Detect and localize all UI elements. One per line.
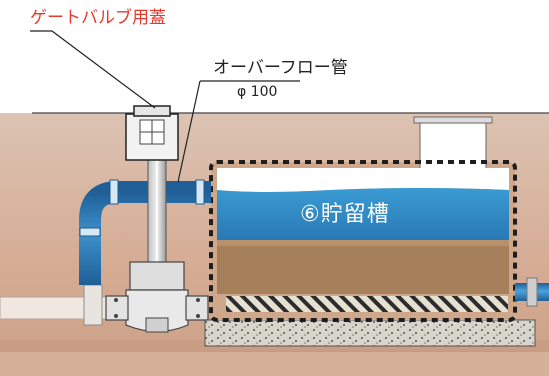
storage-tank-label: ⑥貯留槽 [300, 202, 390, 227]
tank-bottom-layer [226, 296, 508, 312]
gate-valve-cover-label: ゲートバルブ用蓋 [30, 8, 166, 28]
overflow-pipe-label: オーバーフロー管 [213, 58, 348, 78]
tank-water-zone [217, 188, 509, 240]
gate-valve-body [129, 261, 185, 291]
tank-sediment-zone [217, 240, 509, 294]
gravel-foundation [204, 319, 536, 347]
tank-air-space [217, 168, 509, 192]
pipe-diameter-label: φ 100 [237, 84, 278, 100]
valve-cover-leader-line [30, 30, 156, 109]
overflow-leader-line [177, 80, 300, 183]
tank-outline [209, 160, 517, 322]
